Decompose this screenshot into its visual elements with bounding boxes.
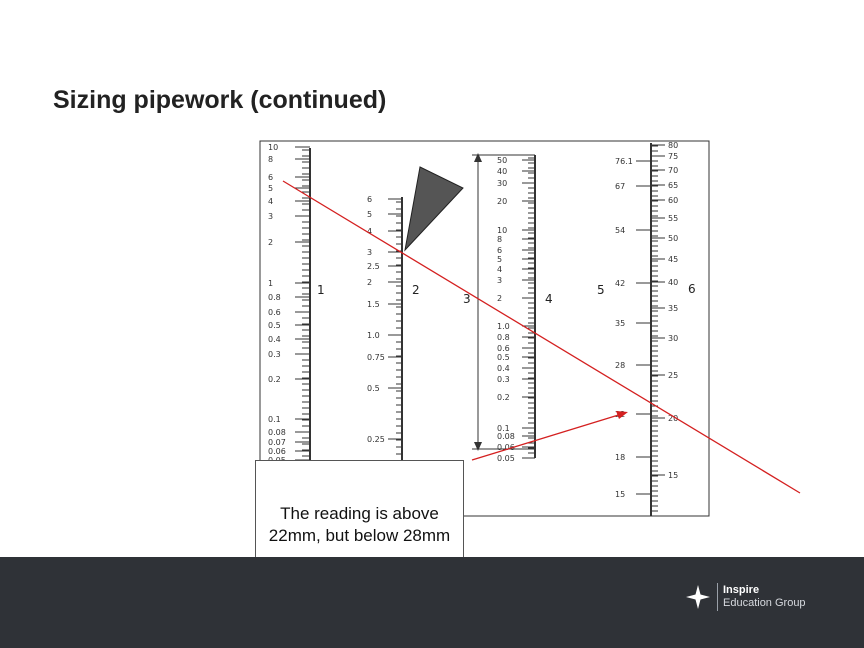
inspire-logo: Inspire Education Group: [685, 582, 806, 612]
scale6-label: 45: [668, 255, 678, 264]
reading-line-main: [282, 180, 801, 494]
scale4-label: 0.2: [497, 393, 510, 402]
scale6-label: 60: [668, 196, 678, 205]
scale1-label: 2: [268, 238, 273, 247]
nomogram-content: 1086543210.80.60.50.40.30.20.10.080.070.…: [268, 141, 801, 516]
scale6-label: 80: [668, 141, 678, 150]
scale4-label: 30: [497, 179, 507, 188]
scale4-label: 40: [497, 167, 507, 176]
scale1-label: 0.8: [268, 293, 281, 302]
scale4-label: 2: [497, 294, 502, 303]
scale1-label: 1: [268, 279, 273, 288]
scale5-label: 35: [615, 319, 625, 328]
nomogram-frame: [259, 140, 710, 517]
scale6-label: 35: [668, 304, 678, 313]
footer-band: [0, 557, 864, 648]
scale1-label: 4: [268, 197, 273, 206]
scale5-label: 18: [615, 453, 625, 462]
scale1-label: 0.6: [268, 308, 281, 317]
scale4-label: 0.05: [497, 454, 515, 463]
scale6-label: 55: [668, 214, 678, 223]
scale2-label: 6: [367, 195, 372, 204]
scale6-label: 30: [668, 334, 678, 343]
scale4-label: 0.4: [497, 364, 510, 373]
scale2-label: 1.5: [367, 300, 380, 309]
scale1-label: 6: [268, 173, 273, 182]
scale2-label: 4: [367, 227, 372, 236]
scale6-label: 65: [668, 181, 678, 190]
scale1-label: 10: [268, 143, 278, 152]
scale4-label: 0.6: [497, 344, 510, 353]
scale1-label: 0.4: [268, 335, 281, 344]
scale5-label: 42: [615, 279, 625, 288]
scale3-arrow-down: [474, 442, 482, 451]
scale6-label: 25: [668, 371, 678, 380]
scale5-label: 76.1: [615, 157, 633, 166]
scale1-label: 0.07: [268, 438, 286, 447]
scale1-label: 0.08: [268, 428, 286, 437]
scale5-label: 15: [615, 490, 625, 499]
scale3-arrow-up: [474, 153, 482, 162]
scale6-label: 40: [668, 278, 678, 287]
logo-text: Inspire Education Group: [723, 584, 806, 610]
scale4-label: 8: [497, 235, 502, 244]
logo-divider: [717, 583, 718, 611]
scale4-label: 0.08: [497, 432, 515, 441]
pointer-triangle: [404, 166, 464, 252]
scale-number-2: 2: [412, 283, 420, 297]
scale-number-5: 5: [597, 283, 605, 297]
slide-title: Sizing pipework (continued): [53, 86, 387, 114]
scale4-label: 0.5: [497, 353, 510, 362]
reading-arrow-head: [616, 411, 628, 419]
scale6-label: 70: [668, 166, 678, 175]
scale4-label: 0.3: [497, 375, 510, 384]
scale2-label: 0.25: [367, 435, 385, 444]
scale6-label: 50: [668, 234, 678, 243]
scale6-label: 75: [668, 152, 678, 161]
scale2-label: 2: [367, 278, 372, 287]
logo-subtitle: Education Group: [723, 597, 806, 609]
scale5-label: 28: [615, 361, 625, 370]
scale2-label: 0.5: [367, 384, 380, 393]
scale4-label: 3: [497, 276, 502, 285]
scale-number-3: 3: [463, 292, 471, 306]
scale1-label: 5: [268, 184, 273, 193]
scale1-label: 0.3: [268, 350, 281, 359]
scale2-label: 3: [367, 248, 372, 257]
reading-line-secondary: [471, 412, 626, 461]
scale4-label: 0.06: [497, 443, 515, 452]
scale2-label: 2.5: [367, 262, 380, 271]
scale1-label: 0.5: [268, 321, 281, 330]
star-icon: [686, 585, 710, 609]
scale4-label: 10: [497, 226, 507, 235]
logo-name: Inspire: [723, 584, 760, 596]
scale4-label: 50: [497, 156, 507, 165]
scale4-label: 0.8: [497, 333, 510, 342]
scale4-label: 0.1: [497, 424, 510, 433]
scale5-label: 54: [615, 226, 625, 235]
scale4-label: 5: [497, 255, 502, 264]
scale4-label: 1.0: [497, 322, 510, 331]
scale-number-6: 6: [688, 282, 696, 296]
scale1-label: 0.1: [268, 415, 281, 424]
scale1-label: 8: [268, 155, 273, 164]
scale-number-4: 4: [545, 292, 553, 306]
scale4-label: 6: [497, 246, 502, 255]
scale6-label: 15: [668, 471, 678, 480]
scale2-label: 0.75: [367, 353, 385, 362]
scale1-label: 0.06: [268, 447, 286, 456]
scale-number-1: 1: [317, 283, 325, 297]
scale4-label: 4: [497, 265, 502, 274]
scale2-label: 1.0: [367, 331, 380, 340]
scale2-label: 5: [367, 210, 372, 219]
scale1-label: 0.2: [268, 375, 281, 384]
scale5-label: 67: [615, 182, 625, 191]
scale4-label: 20: [497, 197, 507, 206]
scale6-label: 20: [668, 414, 678, 423]
scale1-label: 3: [268, 212, 273, 221]
